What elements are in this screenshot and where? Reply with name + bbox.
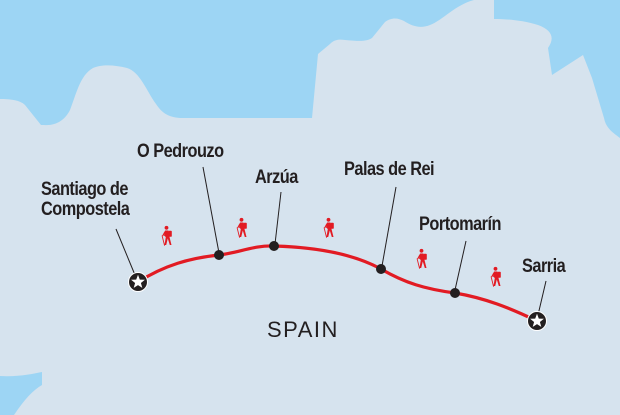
route-line (136, 244, 539, 323)
label-palas-de-rei: Palas de Rei (344, 159, 435, 180)
route-markers (128, 241, 547, 331)
hiker-icon (236, 217, 247, 238)
hiker-icon (416, 248, 427, 269)
hiker-icon (490, 266, 501, 287)
label-sarria: Sarria (522, 256, 566, 277)
dot-marker-icon[interactable] (214, 250, 224, 260)
label-portomarin: Portomarín (419, 214, 502, 235)
label-o-pedrouzo: O Pedrouzo (137, 141, 224, 162)
label-santiago-de-compostela: Santiago de Compostela (41, 179, 130, 220)
star-marker-icon[interactable] (527, 311, 547, 331)
dot-marker-icon[interactable] (376, 264, 386, 274)
dot-marker-icon[interactable] (269, 241, 279, 251)
country-label: SPAIN (267, 317, 339, 342)
label-line-1: Santiago de (41, 179, 128, 200)
hiker-icon (323, 217, 334, 238)
label-arzua: Arzúa (255, 167, 298, 188)
label-line-2: Compostela (41, 199, 130, 220)
star-marker-icon[interactable] (128, 272, 148, 292)
leader-lines (115, 166, 547, 316)
dot-marker-icon[interactable] (450, 288, 460, 298)
hiker-icon (161, 225, 172, 246)
